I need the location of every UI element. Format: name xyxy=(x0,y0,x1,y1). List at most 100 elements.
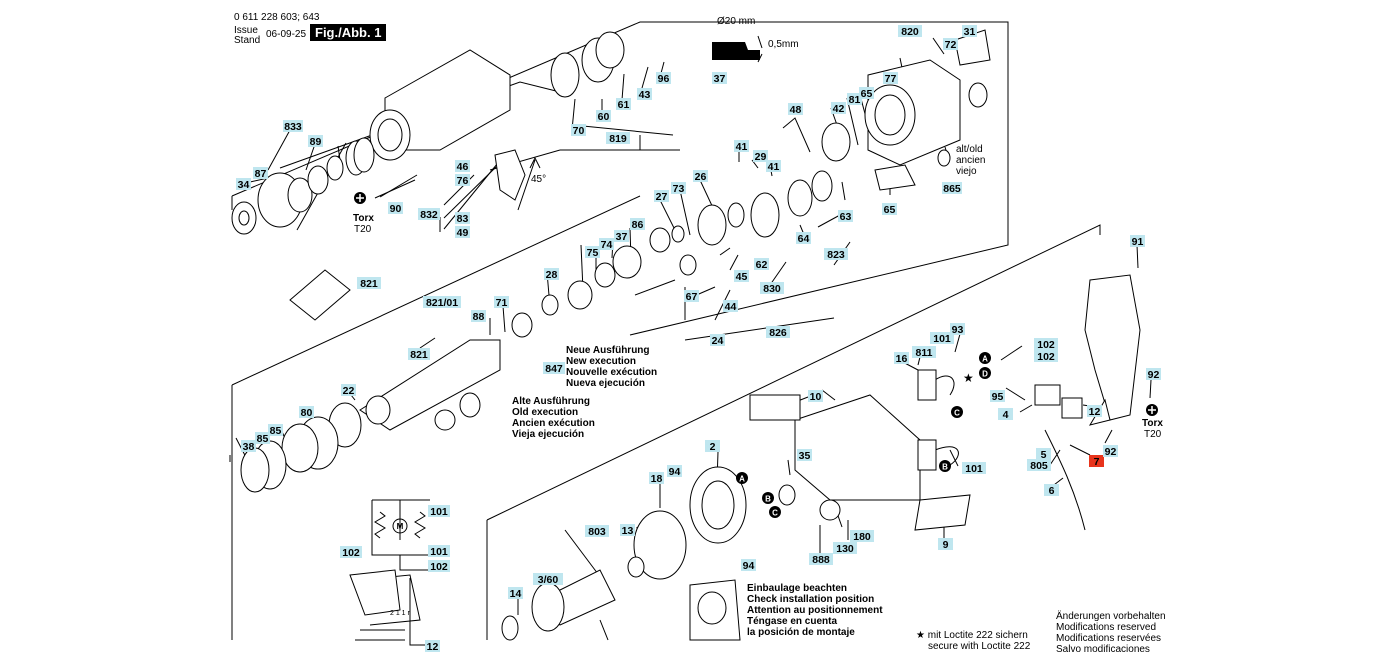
callout-10: 10 xyxy=(808,390,823,403)
callout-65: 65 xyxy=(882,203,897,216)
callout-box xyxy=(838,210,853,222)
connector-C-icon xyxy=(951,406,963,418)
frame-line xyxy=(486,224,1101,640)
callout-box xyxy=(571,124,586,136)
spring-coil-part xyxy=(353,137,375,173)
modifications-note: Änderungen vorbehalten Modifications res… xyxy=(1056,611,1166,655)
callout-text: 49 xyxy=(457,227,469,239)
callout-830: 830 xyxy=(760,282,784,295)
callout-12: 12 xyxy=(425,640,440,653)
callout-16: 16 xyxy=(894,352,909,365)
leader-line xyxy=(714,289,731,321)
handle-part xyxy=(1084,274,1141,421)
callout-text: 88 xyxy=(473,311,485,323)
callout-29: 29 xyxy=(753,150,768,163)
callout-box xyxy=(766,160,781,172)
callout-box xyxy=(656,72,671,84)
callout-box xyxy=(796,232,811,244)
callout-text: 34 xyxy=(238,179,250,191)
callout-text: 43 xyxy=(639,89,651,101)
torx-label-right: Torx xyxy=(1142,418,1163,429)
callout-text: 37 xyxy=(714,73,726,85)
callout-75: 75 xyxy=(585,246,600,259)
callout-box xyxy=(667,465,682,477)
callout-820: 820 xyxy=(898,25,922,38)
leader-line xyxy=(659,199,677,233)
callout-text: 830 xyxy=(763,283,781,295)
callout-text: 803 xyxy=(588,526,606,538)
callout-94: 94 xyxy=(741,559,756,572)
installation-note: Einbaulage beachten Check installation p… xyxy=(747,583,883,638)
callout-48: 48 xyxy=(788,103,803,116)
callout-text: 92 xyxy=(1105,446,1117,458)
callout-3-60: 3/60 xyxy=(533,573,563,586)
callout-821-01: 821/01 xyxy=(423,296,461,309)
torx-cross xyxy=(1148,406,1156,414)
callout-7: 7 xyxy=(1089,455,1104,468)
callout-67: 67 xyxy=(684,290,699,303)
callout-box xyxy=(649,472,664,484)
callout-text: 805 xyxy=(1030,460,1048,472)
callout-text: 85 xyxy=(257,433,269,445)
leader-line xyxy=(932,37,945,55)
callout-81: 81 xyxy=(847,93,862,106)
callout-text: 865 xyxy=(943,183,961,195)
callout-text: 833 xyxy=(284,121,302,133)
connector-letter: B xyxy=(942,463,948,472)
callout-42: 42 xyxy=(831,102,846,115)
callout-text: 85 xyxy=(270,425,282,437)
bearing-part xyxy=(727,202,745,228)
callout-92: 92 xyxy=(1103,445,1118,458)
part-number: 0 611 228 603; 643 xyxy=(234,12,320,23)
callout-box xyxy=(1034,338,1058,350)
callout-text: 75 xyxy=(587,247,599,259)
callout-826: 826 xyxy=(766,326,790,339)
callout-box xyxy=(357,277,381,289)
leader-line xyxy=(267,129,291,171)
callout-70: 70 xyxy=(571,124,586,137)
connector-B-icon xyxy=(762,492,774,504)
callout-46: 46 xyxy=(455,160,470,173)
callout-text: 74 xyxy=(601,239,613,251)
callout-101: 101 xyxy=(428,505,450,518)
ring-part xyxy=(612,245,642,279)
callout-box xyxy=(938,538,953,550)
gear-part xyxy=(750,192,780,238)
callout-61: 61 xyxy=(616,98,631,111)
bearing-part xyxy=(501,615,519,641)
callout-text: 101 xyxy=(430,506,448,518)
cup-part xyxy=(550,52,580,98)
callout-box xyxy=(734,270,749,282)
callout-box xyxy=(428,560,450,572)
ring-part xyxy=(307,165,329,195)
callout-box xyxy=(824,248,848,260)
callout-box xyxy=(408,348,430,360)
callout-box xyxy=(850,530,874,542)
callout-box xyxy=(766,326,790,338)
callout-box xyxy=(599,238,614,250)
callout-865: 865 xyxy=(942,182,962,195)
callout-72: 72 xyxy=(943,38,958,51)
callout-text: 81 xyxy=(849,94,861,106)
callout-text: 35 xyxy=(799,450,811,462)
callout-text: 9 xyxy=(943,539,949,551)
callout-box xyxy=(833,542,857,554)
old-part xyxy=(459,392,481,418)
callout-box xyxy=(471,310,486,322)
callout-box xyxy=(797,449,812,461)
callout-box xyxy=(543,362,565,374)
torx-label-left: Torx xyxy=(353,213,374,224)
callout-text: 4 xyxy=(1003,409,1009,421)
callout-96: 96 xyxy=(656,72,671,85)
callout-101: 101 xyxy=(930,332,954,345)
striker-part xyxy=(567,280,593,310)
callout-text: 46 xyxy=(457,161,469,173)
callout-18: 18 xyxy=(649,472,664,485)
piston-part xyxy=(649,227,671,253)
callout-box xyxy=(606,132,630,144)
angle-label: 45° xyxy=(531,174,547,185)
callout-box xyxy=(760,282,784,294)
loctite-note: ★ mit Loctite 222 sichern secure with Lo… xyxy=(916,630,1031,652)
callout-62: 62 xyxy=(754,258,769,271)
callout-box xyxy=(455,212,470,224)
